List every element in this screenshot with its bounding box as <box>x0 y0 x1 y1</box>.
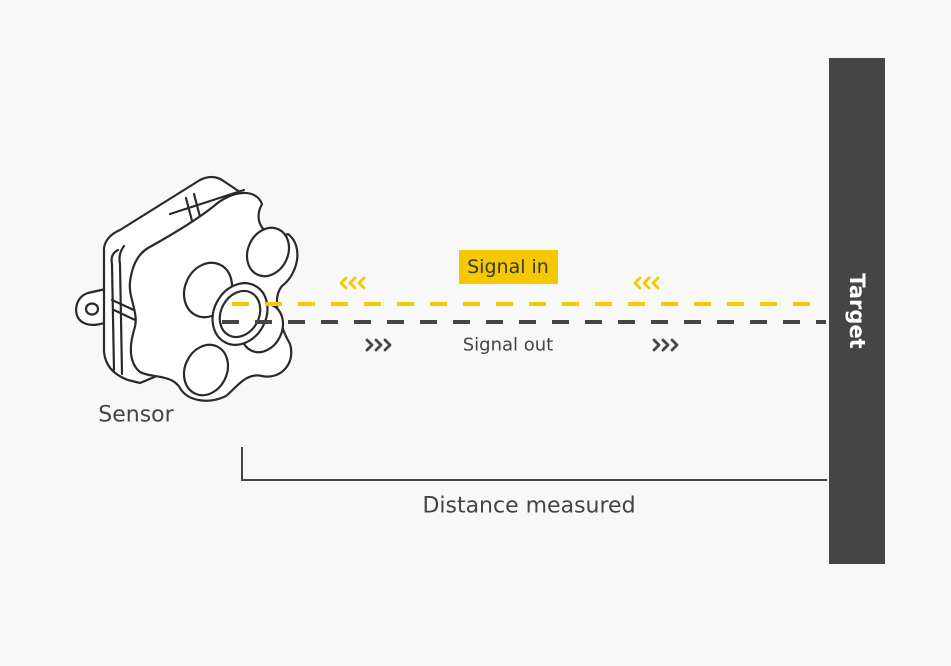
sensor-label: Sensor <box>98 403 174 428</box>
signal-out-label: Signal out <box>463 335 554 356</box>
target-label: Target <box>845 273 869 348</box>
signal-out-arrows-right <box>652 338 679 352</box>
target-bar <box>829 58 885 564</box>
signal-in-arrows-right <box>633 276 660 290</box>
signal-in-highlight <box>459 250 558 284</box>
signal-out-arrows-left <box>365 338 392 352</box>
signal-in-arrows-left <box>339 276 366 290</box>
signal-in-label: Signal in <box>467 256 549 278</box>
distance-bracket <box>241 447 827 481</box>
sensor-illustration <box>75 175 299 402</box>
distance-label: Distance measured <box>422 494 635 519</box>
